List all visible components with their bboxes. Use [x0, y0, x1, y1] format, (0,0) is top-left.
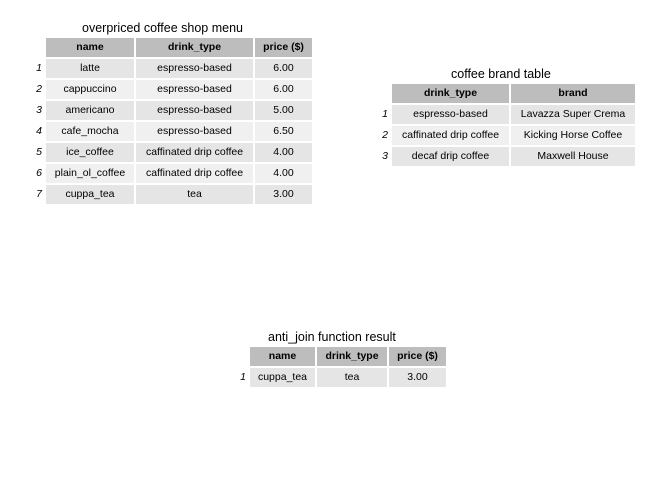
row-index: 6 — [36, 167, 42, 179]
row-index: 3 — [382, 150, 388, 162]
table-cell: Lavazza Super Crema — [511, 105, 635, 124]
row-index: 4 — [36, 125, 42, 137]
table-cell: caffinated drip coffee — [392, 126, 509, 145]
table-cell: 6.00 — [255, 59, 312, 78]
column-header: name — [46, 38, 134, 57]
table-cell: cuppa_tea — [250, 368, 315, 387]
row-index: 1 — [36, 62, 42, 74]
table-cell: plain_ol_coffee — [46, 164, 134, 183]
table-cell: tea — [317, 368, 387, 387]
table-cell: cafe_mocha — [46, 122, 134, 141]
table-cell: latte — [46, 59, 134, 78]
table-cell: 4.00 — [255, 164, 312, 183]
table-cell: Kicking Horse Coffee — [511, 126, 635, 145]
row-index: 2 — [36, 83, 42, 95]
table-cell: 5.00 — [255, 101, 312, 120]
table-cell: 3.00 — [255, 185, 312, 204]
row-index: 5 — [36, 146, 42, 158]
row-index: 1 — [382, 108, 388, 120]
column-header: price ($) — [389, 347, 446, 366]
table-cell: espresso-based — [136, 80, 253, 99]
menu-table-title: overpriced coffee shop menu — [82, 21, 243, 35]
table-cell: decaf drip coffee — [392, 147, 509, 166]
row-index: 3 — [36, 104, 42, 116]
table-cell: caffinated drip coffee — [136, 143, 253, 162]
table-cell: espresso-based — [392, 105, 509, 124]
table-cell: espresso-based — [136, 101, 253, 120]
table-cell: 3.00 — [389, 368, 446, 387]
column-header: drink_type — [392, 84, 509, 103]
header-corner — [32, 38, 44, 57]
header-corner — [236, 347, 248, 366]
table-cell: Maxwell House — [511, 147, 635, 166]
row-index: 7 — [36, 188, 42, 200]
column-header: drink_type — [317, 347, 387, 366]
column-header: name — [250, 347, 315, 366]
header-corner — [378, 84, 390, 103]
result-table-title: anti_join function result — [268, 330, 396, 344]
table-cell: cappuccino — [46, 80, 134, 99]
table-cell: americano — [46, 101, 134, 120]
table-cell: 4.00 — [255, 143, 312, 162]
table-cell: espresso-based — [136, 59, 253, 78]
table-cell: ice_coffee — [46, 143, 134, 162]
table-cell: cuppa_tea — [46, 185, 134, 204]
table-cell: 6.50 — [255, 122, 312, 141]
table-cell: espresso-based — [136, 122, 253, 141]
row-index: 1 — [240, 371, 246, 383]
row-index: 2 — [382, 129, 388, 141]
table-cell: caffinated drip coffee — [136, 164, 253, 183]
table-cell: tea — [136, 185, 253, 204]
table-cell: 6.00 — [255, 80, 312, 99]
column-header: drink_type — [136, 38, 253, 57]
brand-table-title: coffee brand table — [451, 67, 551, 81]
column-header: price ($) — [255, 38, 312, 57]
column-header: brand — [511, 84, 635, 103]
